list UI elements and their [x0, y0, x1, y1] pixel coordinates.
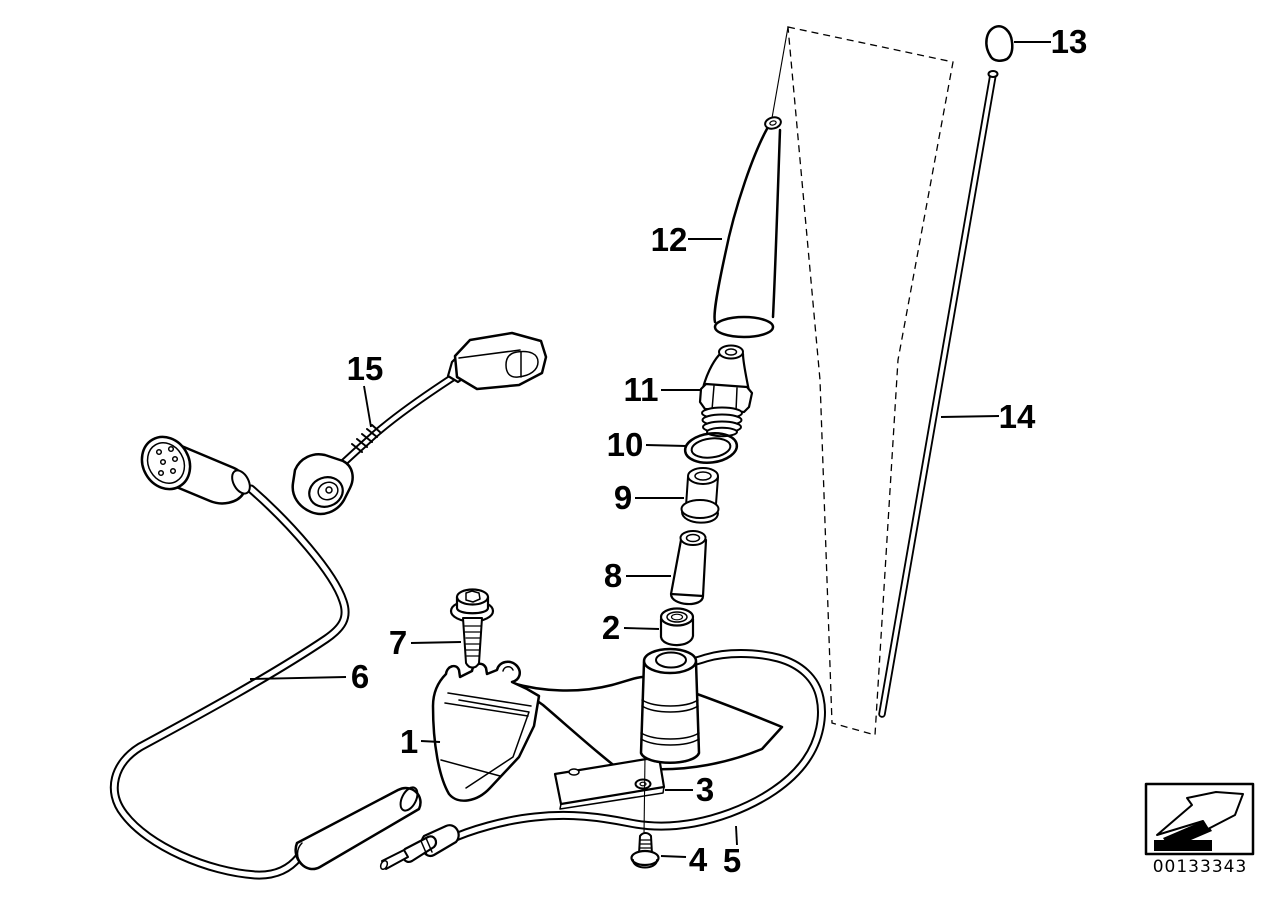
- callout-label-4: 4: [689, 841, 708, 878]
- projection-line: [643, 756, 646, 836]
- antenna-plug: [379, 824, 460, 871]
- leader-line-10: [645, 444, 687, 447]
- part-4-screw: [630, 832, 660, 869]
- direction-arrow-icon: [1154, 791, 1244, 851]
- callout-label-7: 7: [389, 624, 407, 661]
- antenna-base-cylinder: [639, 647, 701, 764]
- right-angle-connector: [291, 453, 354, 516]
- part-10-o-ring: [683, 432, 739, 464]
- leader-line-4: [660, 855, 687, 858]
- reference-plane: [771, 26, 954, 736]
- part-15-adapter-lead: [291, 331, 548, 516]
- rectangular-plug: [446, 331, 548, 391]
- callout-label-11: 11: [624, 371, 659, 408]
- antenna-cable-5: [379, 649, 826, 871]
- callout-label-9: 9: [614, 479, 632, 516]
- callout-label-1: 1: [400, 723, 418, 760]
- callout-label-13: 13: [1051, 23, 1088, 60]
- leader-line-1: [420, 740, 441, 743]
- leader-line-7: [410, 641, 462, 644]
- callout-label-12: 12: [651, 221, 688, 258]
- callout-label-14: 14: [999, 398, 1036, 435]
- leader-line-6: [249, 676, 347, 680]
- callout-label-5: 5: [723, 842, 741, 879]
- part-12-cover-cone: [713, 116, 782, 339]
- din-connector: [140, 435, 251, 505]
- part-14-antenna-rod: [878, 70, 999, 718]
- part-13-tip-cap: [985, 25, 1014, 62]
- part-9-sleeve: [680, 467, 720, 524]
- leader-line-14: [940, 415, 1000, 418]
- antenna-cable-6: [109, 435, 422, 880]
- antenna-socket-sleeve: [294, 786, 422, 871]
- leader-line-15: [363, 385, 372, 428]
- part-7-screw: [449, 588, 495, 669]
- callout-label-8: 8: [604, 557, 622, 594]
- callout-label-3: 3: [696, 771, 714, 808]
- part-number-text: 00133343: [1153, 857, 1248, 877]
- callout-label-15: 15: [347, 350, 384, 387]
- part-8-bush: [669, 530, 708, 606]
- part-number-module: 00133343: [1144, 782, 1255, 877]
- part-3-plate: [553, 755, 666, 810]
- leader-line-2: [623, 627, 660, 630]
- callout-label-6: 6: [351, 658, 369, 695]
- leader-line-5: [735, 825, 738, 846]
- part-11-threaded-plug: [698, 344, 754, 438]
- callout-label-10: 10: [607, 426, 644, 463]
- part-2-nut: [659, 607, 695, 647]
- callout-label-2: 2: [602, 609, 620, 646]
